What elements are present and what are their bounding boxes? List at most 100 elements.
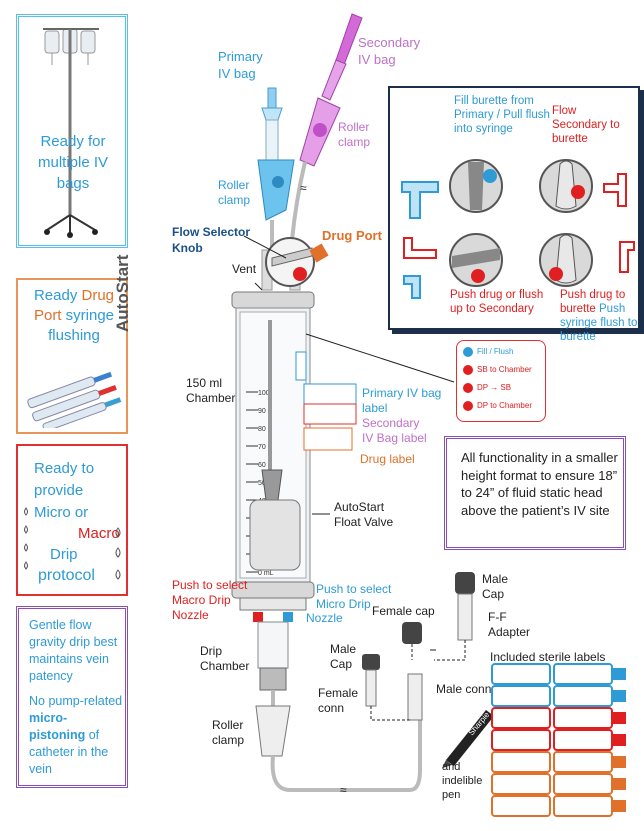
marker-label: and indelible pen <box>442 761 483 801</box>
gentle-flow-panel: Gentle flow gravity drip best maintains … <box>16 606 128 788</box>
legend-icon <box>463 365 473 375</box>
flow-modes-panel: Fill burette from Primary / Pull flush i… <box>388 86 640 343</box>
sterile-label <box>491 685 551 707</box>
sterile-label <box>553 729 613 751</box>
drug-word: Drug <box>81 287 115 304</box>
knob-legend: Fill / Flush SB to Chamber DP → SB DP to Ch… <box>456 340 546 422</box>
no-pump-text: No pump-related micro-pistoning of cathe… <box>29 693 123 778</box>
legend-text: DP → SB <box>477 383 512 393</box>
primary-iv-label-text: Primary IV bag label <box>362 386 442 415</box>
male-conn-label: Male conn <box>436 682 492 696</box>
protocol-l5: Drip <box>50 546 78 563</box>
female-cap-label: Female cap <box>372 604 435 618</box>
push-drug-flush-text: Push drug or flush up to Secondary <box>450 289 544 315</box>
label-tab <box>612 668 626 680</box>
selector-knob-illustration <box>265 237 329 287</box>
protocol-l3: Micro or <box>34 504 89 521</box>
scale-label: 70 <box>258 444 266 451</box>
bottom-roller-clamp-label: Roller clamp <box>212 718 245 747</box>
syringes-illustration <box>27 371 122 428</box>
scale-label: 100 <box>258 390 270 397</box>
ff-adapter-label: F-F Adapter <box>488 610 531 639</box>
sterile-label <box>491 795 551 817</box>
secondary-roller-clamp-label: Roller clamp <box>338 120 371 149</box>
legend-item: DP → SB <box>463 383 511 393</box>
info-text: All functionality in a smaller height fo… <box>461 450 618 518</box>
scale-label: 90 <box>258 408 266 415</box>
drip-drops-icon <box>24 507 121 580</box>
push-micro-label: Push to select Micro Drip <box>316 582 392 611</box>
push-drug-burette-b: Push syringe flush to burette <box>560 303 638 343</box>
flow-secondary-text: Flow Secondary to burette <box>552 105 620 145</box>
sterile-label <box>553 795 613 817</box>
svg-text:≈: ≈ <box>300 181 307 195</box>
legend-item: Fill / Flush <box>463 347 513 357</box>
sterile-label <box>553 685 613 707</box>
protocol-l4: Macro <box>78 525 120 542</box>
legend-item: SB to Chamber <box>463 365 532 375</box>
legend-item: DP to Chamber <box>463 401 532 411</box>
port-word: Port <box>33 307 62 324</box>
push-macro-label: Push to select Macro Drip Nozzle <box>172 578 248 622</box>
scale-label: 80 <box>258 426 266 433</box>
male-cap-label: Male Cap <box>330 642 357 671</box>
bottom-roller-clamp <box>255 705 291 757</box>
drip-chamber-label: Drip Chamber <box>200 644 250 673</box>
gentle-flow-text: Gentle flow gravity drip best maintains … <box>29 618 118 683</box>
connectors-illustration <box>362 572 475 721</box>
scale-label: 60 <box>258 462 266 469</box>
protocol-l1: Ready to <box>34 460 95 477</box>
drug-port-text: Ready Drug Port syringe flushing <box>22 286 126 346</box>
fill-burette-text: Fill burette from Primary / Pull flush i… <box>454 95 550 135</box>
drug-port-label: Drug Port <box>322 228 382 243</box>
label-tab <box>612 690 626 702</box>
sterile-label <box>491 707 551 729</box>
micro-pistoning-word: micro-pistoning <box>29 711 86 742</box>
legend-text: DP to Chamber <box>477 401 532 411</box>
primary-bag-label: Primary IV bag <box>218 49 263 81</box>
secondary-spike <box>321 13 363 101</box>
drug-label-text: Drug label <box>360 452 415 466</box>
sterile-label <box>553 707 613 729</box>
iv-bags-text: Ready for multiple IV bags <box>37 133 109 192</box>
push-drug-burette-text: Push drug to burette Push syringe flush … <box>560 288 640 344</box>
female-conn-label: Female conn <box>318 686 359 715</box>
legend-icon <box>463 347 473 357</box>
knob-positions-illustration <box>401 159 635 299</box>
chamber-illustration: 1009080706050403020100 mL AutoStart <box>113 254 315 611</box>
flow-selector-label: Flow Selector Knob <box>172 225 251 255</box>
male-cap-top-label: Male Cap <box>482 572 509 601</box>
iv-bags-panel: Ready for multiple IV bags <box>16 14 128 248</box>
primary-spike <box>261 87 283 161</box>
float-valve-label: AutoStart Float Valve <box>334 500 394 529</box>
label-tab <box>612 734 626 746</box>
sterile-label <box>553 751 613 773</box>
label-tab <box>612 756 626 768</box>
brand-text: AutoStart <box>113 254 132 332</box>
legend-text: Fill / Flush <box>477 347 514 357</box>
protocol-l6: protocol <box>38 567 95 584</box>
sterile-labels-sheet <box>491 663 626 817</box>
primary-roller-clamp <box>257 159 295 221</box>
no-pump-part: No pump-related <box>29 694 123 708</box>
scale-label: 50 <box>258 480 266 487</box>
label-tab <box>612 778 626 790</box>
nozzle-label: Nozzle <box>306 611 343 625</box>
sterile-labels-title: Included sterile labels <box>490 650 606 664</box>
iv-pole-illustration <box>43 28 99 238</box>
protocol-panel: Ready to provide Micro or Macro Drip pro… <box>16 444 128 596</box>
label-tab <box>612 800 626 812</box>
secondary-iv-label-text: Secondary IV Bag label <box>362 416 427 445</box>
chamber-label: 150 ml Chamber <box>186 376 236 405</box>
sterile-label <box>491 663 551 685</box>
push-drug-burette-a: Push drug to burette <box>560 289 626 315</box>
vent-label: Vent <box>232 262 257 276</box>
secondary-bag-label: Secondary IV bag <box>358 35 421 67</box>
info-box: All functionality in a smaller height fo… <box>444 436 626 550</box>
syringe-flushing-text: syringe flushing <box>48 307 115 344</box>
sterile-label <box>553 773 613 795</box>
sterile-label <box>491 751 551 773</box>
catheter-part: of catheter in the vein <box>29 728 109 776</box>
legend-icon <box>463 401 473 411</box>
